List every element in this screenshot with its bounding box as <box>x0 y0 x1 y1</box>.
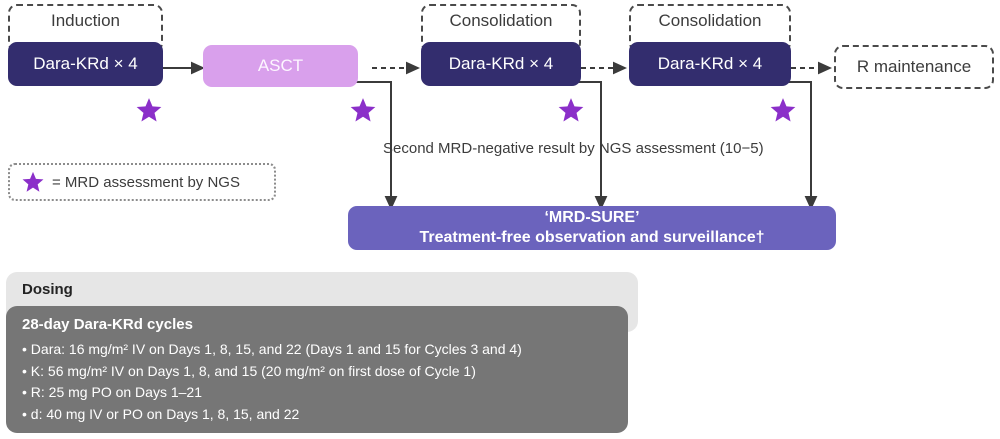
star-icon <box>558 98 584 122</box>
list-item: • Dara: 16 mg/m² IV on Days 1, 8, 15, an… <box>22 339 612 361</box>
dosing-item-1: • K: 56 mg/m² IV on Days 1, 8, and 15 (2… <box>22 362 476 379</box>
dosing-list: • Dara: 16 mg/m² IV on Days 1, 8, 15, an… <box>22 339 612 426</box>
legend-box: = MRD assessment by NGS <box>8 163 276 201</box>
dosing-panel-header-label: Dosing <box>22 281 73 298</box>
dosing-subtitle: 28-day Dara-KRd cycles <box>22 316 193 333</box>
maintenance-box[interactable]: R maintenance <box>834 45 994 89</box>
star-icon <box>136 98 162 122</box>
treatment-box-consolidation-1-label: Dara-KRd × 4 <box>448 54 554 73</box>
mrd-sure-title: ‘MRD-SURE’ <box>544 209 640 227</box>
mrd-sure-box[interactable]: ‘MRD-SURE’ Treatment-free observation an… <box>348 206 836 250</box>
stage-label-consolidation-1-text: Consolidation <box>449 11 553 30</box>
treatment-box-induction-label: Dara-KRd × 4 <box>33 54 138 73</box>
star-icon <box>770 98 796 122</box>
treatment-box-asct-label: ASCT <box>257 56 304 75</box>
list-item: • R: 25 mg PO on Days 1–21 <box>22 382 612 404</box>
treatment-box-asct[interactable]: ASCT <box>203 45 358 87</box>
star-icon <box>22 171 44 192</box>
legend-label: = MRD assessment by NGS <box>52 173 240 191</box>
stage-label-induction-text: Induction <box>51 11 120 30</box>
maintenance-box-label: R maintenance <box>856 57 972 76</box>
treatment-box-induction[interactable]: Dara-KRd × 4 <box>8 42 163 86</box>
dosing-item-2: • R: 25 mg PO on Days 1–21 <box>22 384 202 401</box>
treatment-box-consolidation-2-label: Dara-KRd × 4 <box>657 54 763 73</box>
dosing-item-3: • d: 40 mg IV or PO on Days 1, 8, 15, an… <box>22 406 300 423</box>
list-item: • K: 56 mg/m² IV on Days 1, 8, and 15 (2… <box>22 361 612 383</box>
treatment-box-consolidation-2[interactable]: Dara-KRd × 4 <box>629 42 791 86</box>
star-icon <box>350 98 376 122</box>
list-item: • d: 40 mg IV or PO on Days 1, 8, 15, an… <box>22 404 612 426</box>
dosing-panel-body: 28-day Dara-KRd cycles • Dara: 16 mg/m² … <box>6 306 628 433</box>
connector-asct-to-mrdsure <box>356 81 398 210</box>
mrd-sure-subtitle: Treatment-free observation and surveilla… <box>419 229 765 246</box>
mrd-negative-note: Second MRD-negative result by NGS assess… <box>383 140 764 157</box>
dosing-item-0: • Dara: 16 mg/m² IV on Days 1, 8, 15, an… <box>22 341 522 357</box>
stage-label-consolidation-2-text: Consolidation <box>658 11 762 30</box>
treatment-box-consolidation-1[interactable]: Dara-KRd × 4 <box>421 42 581 86</box>
